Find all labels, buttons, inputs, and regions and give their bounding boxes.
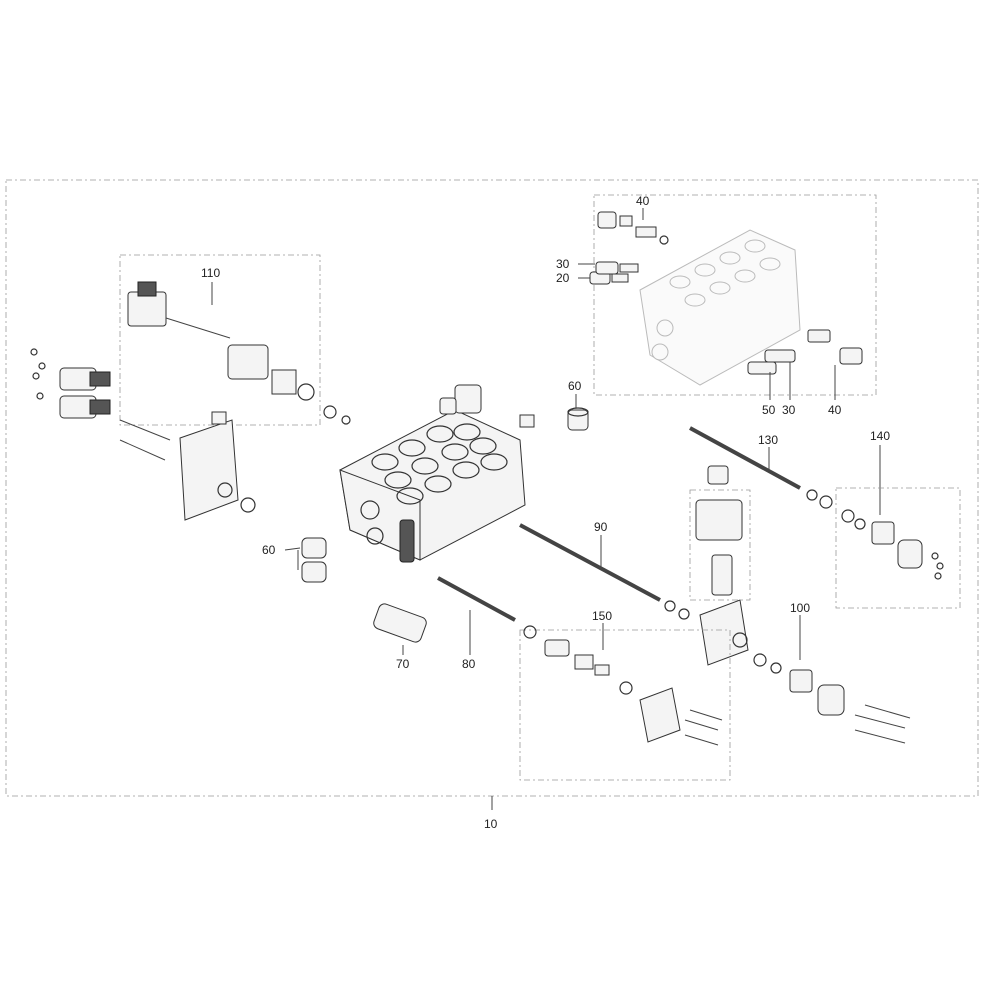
leader-lines <box>211 208 881 810</box>
spool-130 <box>689 426 833 509</box>
spool-90 <box>519 523 690 620</box>
cartridge-70 <box>373 603 427 643</box>
solenoid-100-group <box>689 465 911 744</box>
callout-140: 140 <box>870 429 890 443</box>
plugs-60-lower <box>301 537 327 583</box>
callout-50: 50 <box>762 403 776 417</box>
left-sensor-assembly <box>30 348 256 521</box>
callout-40-bottom: 40 <box>828 403 842 417</box>
callout-90: 90 <box>594 520 608 534</box>
callout-80: 80 <box>462 657 476 671</box>
main-valve-block <box>339 384 535 563</box>
reference-valve-block <box>593 194 877 396</box>
callout-60-lower: 60 <box>262 543 276 557</box>
callout-20: 20 <box>556 271 570 285</box>
callout-60-upper: 60 <box>568 379 582 393</box>
callout-10: 10 <box>484 817 498 831</box>
assembly-150 <box>519 625 731 781</box>
callout-30-bottom: 30 <box>782 403 796 417</box>
callout-40-top: 40 <box>636 194 650 208</box>
cap-140 <box>835 487 961 609</box>
cartridge-parts-top <box>589 211 863 375</box>
spool-80 <box>437 576 516 622</box>
callout-150: 150 <box>592 609 612 623</box>
callout-110: 110 <box>201 266 220 280</box>
plug-60-upper <box>567 407 589 431</box>
callout-100: 100 <box>790 601 810 615</box>
solenoid-assembly-110 <box>119 254 351 426</box>
part-callouts: 10 20 30 30 40 40 50 60 60 70 80 90 100 … <box>201 194 890 831</box>
callout-30-top: 30 <box>556 257 570 271</box>
callout-70: 70 <box>396 657 410 671</box>
callout-130: 130 <box>758 433 778 447</box>
